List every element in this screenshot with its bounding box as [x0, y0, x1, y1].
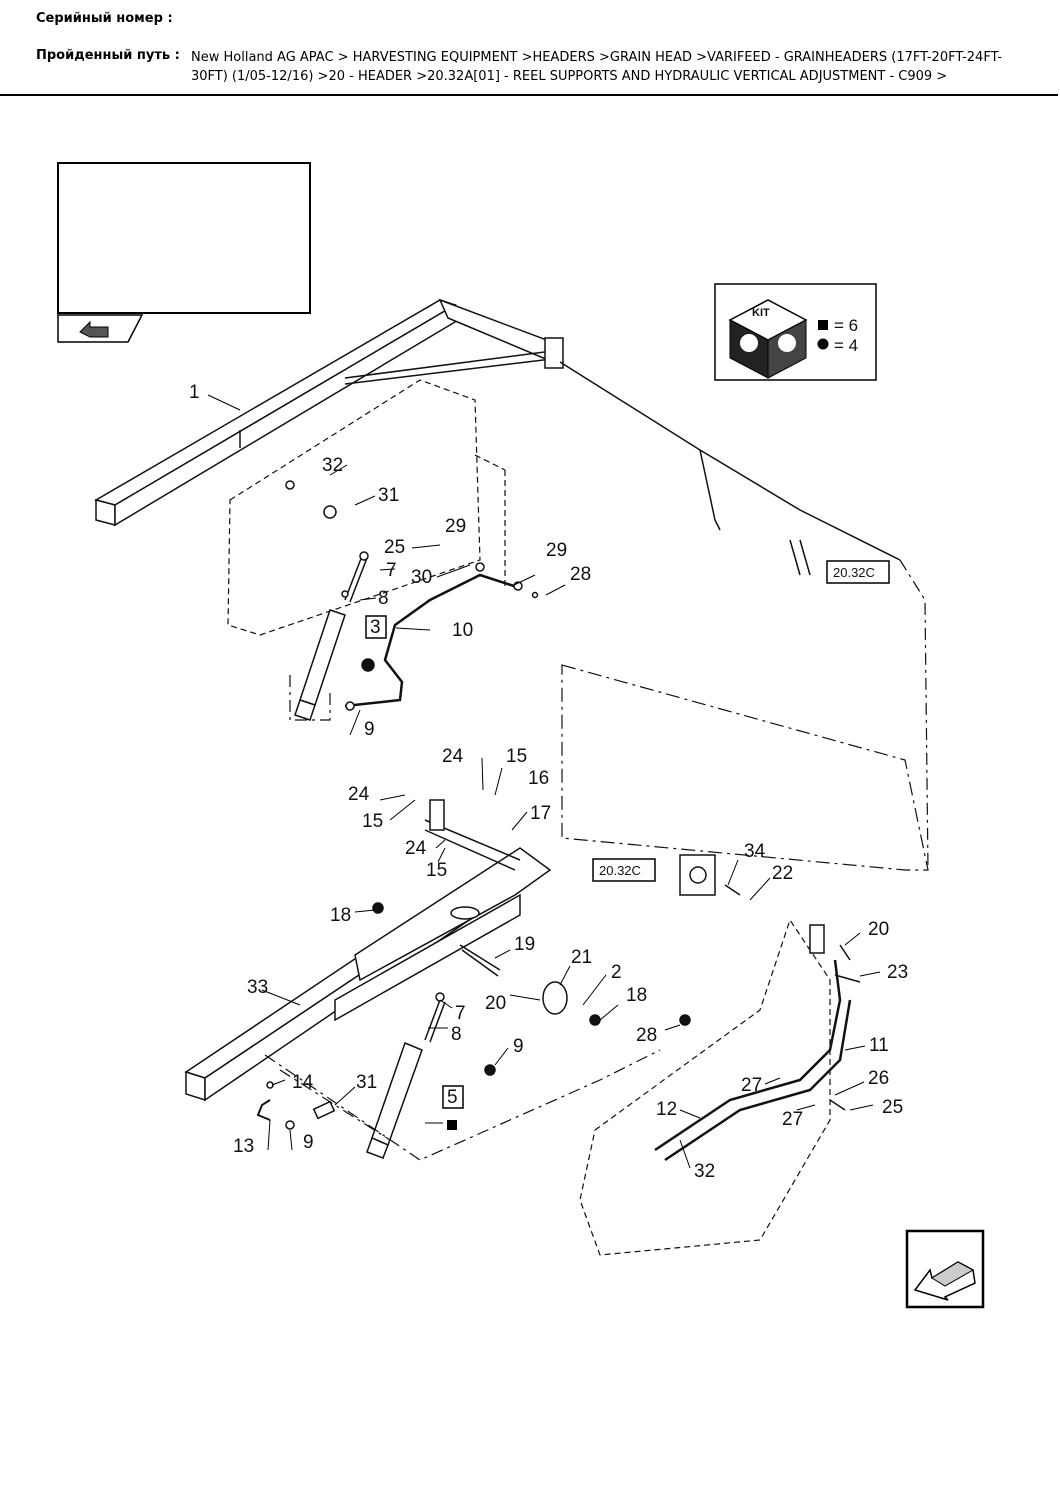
upper-reel-support [94, 298, 929, 871]
callout-15: 15 [506, 746, 527, 767]
callout-31: 31 [356, 1072, 377, 1093]
callout-labels: 1 32 31 25 29 29 7 28 30 8 3 10 9 24 15 … [189, 382, 908, 1182]
callout-box [365, 615, 387, 639]
callout-5: 5 [447, 1087, 458, 1108]
callout-2: 33 [247, 977, 268, 998]
next-page-icon[interactable] [905, 1229, 985, 1309]
leader-lines [207, 394, 881, 1169]
callout-12: 12 [656, 1099, 677, 1120]
kit-dot-count: = 4 [834, 336, 858, 355]
kit-label: KIT [752, 307, 770, 319]
thumbnail-frame [57, 162, 311, 314]
callout-16: 16 [528, 768, 549, 789]
callout-28: 28 [570, 564, 591, 585]
kit-legend: KIT = 6 = 4 [714, 283, 877, 381]
callout-23: 20 [868, 919, 889, 940]
callout-25: 25 [384, 537, 405, 558]
callout-30: 30 [411, 567, 432, 588]
callout-7: 7 [386, 560, 397, 581]
lower-reel-support [184, 799, 861, 1256]
callout-18: 18 [330, 905, 351, 926]
callout-9: 9 [364, 719, 375, 740]
callout-21: 21 [571, 947, 592, 968]
callout-25: 25 [882, 1097, 903, 1118]
callout-29: 29 [445, 516, 466, 537]
callout-26: 26 [868, 1068, 889, 1089]
callout-32: 32 [322, 455, 343, 476]
callout-14: 14 [292, 1072, 314, 1093]
callout-20: 20 [485, 993, 506, 1014]
callout-9: 9 [303, 1132, 314, 1153]
serial-number-label: Серийный номер : [36, 11, 173, 26]
callout-29: 29 [546, 540, 567, 561]
callout-22: 22 [772, 863, 793, 884]
previous-page-icon[interactable] [57, 314, 144, 343]
breadcrumb-path: New Holland AG APAC > HARVESTING EQUIPME… [191, 50, 1003, 84]
callout-box [442, 1085, 464, 1109]
reel-panel-outline [561, 664, 929, 871]
callout-31: 31 [378, 485, 399, 506]
callout-24: 24 [405, 838, 427, 859]
reference-label: 20.32C [833, 565, 875, 580]
callout-34: 34 [744, 841, 766, 862]
callout-17: 17 [530, 803, 551, 824]
callout-1: 1 [189, 382, 200, 403]
callout-24: 24 [348, 784, 370, 805]
callout-13: 13 [233, 1136, 254, 1157]
callout-19: 19 [514, 934, 535, 955]
reference-box[interactable]: 20.32C [592, 858, 656, 882]
callout-32: 32 [694, 1161, 715, 1182]
callout-18: 18 [626, 985, 647, 1006]
callout-8: 8 [451, 1024, 462, 1045]
callout-8: 8 [378, 588, 389, 609]
callout-24: 24 [442, 746, 464, 767]
callout-15: 15 [426, 860, 447, 881]
callout-28: 28 [636, 1025, 657, 1046]
callout-27: 27 [741, 1075, 762, 1096]
callout-27: 27 [782, 1109, 803, 1130]
callout-10: 10 [452, 620, 473, 641]
callout-9: 9 [513, 1036, 524, 1057]
path-label: Пройденный путь : [36, 48, 180, 63]
callout-11: 11 [869, 1035, 889, 1056]
kit-square-marker [447, 1120, 457, 1130]
callout-20: 2 [611, 962, 622, 983]
kit-square-count: = 6 [834, 316, 858, 335]
callout-3: 3 [370, 617, 381, 638]
callout-33: 23 [887, 962, 908, 983]
callout-15: 15 [362, 811, 383, 832]
reference-box[interactable]: 20.32C [826, 560, 890, 584]
header-divider [0, 94, 1058, 96]
reference-label: 20.32C [599, 863, 641, 878]
callout-7: 7 [455, 1003, 466, 1024]
